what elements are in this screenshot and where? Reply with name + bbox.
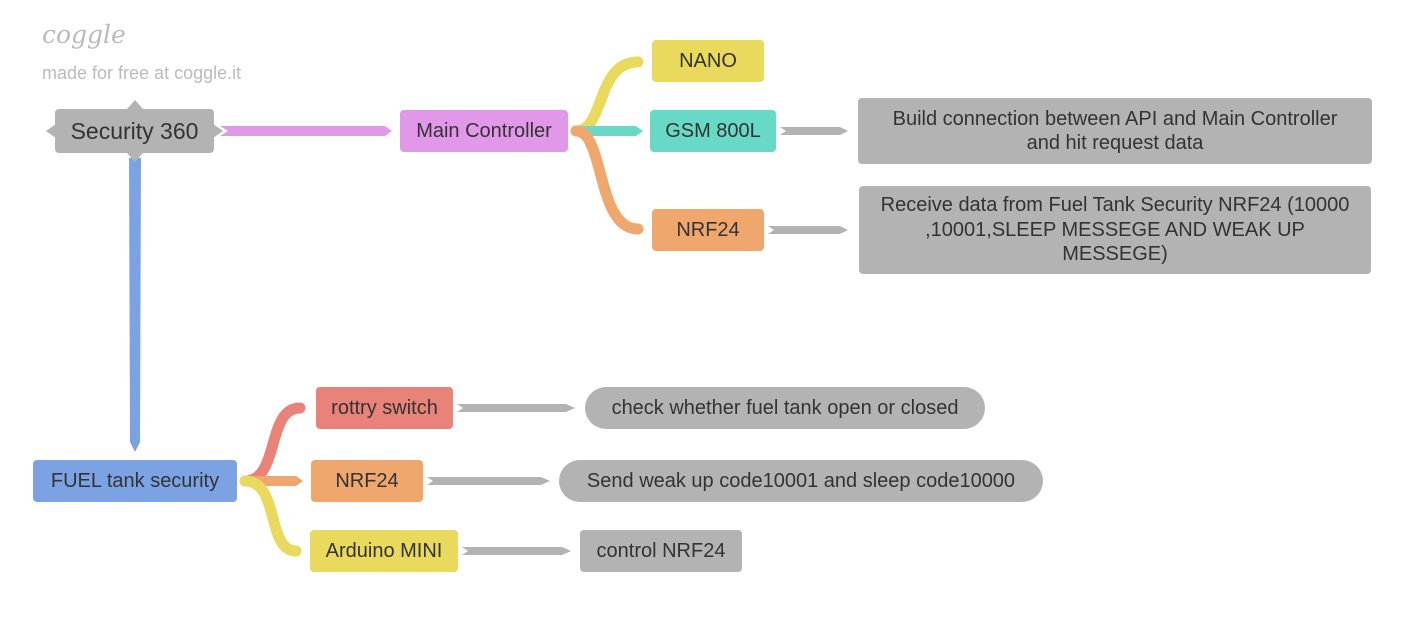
connector-gsm-note	[780, 127, 848, 135]
connector-nrf-note	[768, 226, 848, 234]
node-main-controller[interactable]: Main Controller	[400, 110, 568, 152]
root-notch-left	[46, 124, 56, 138]
connector-main-gsm	[575, 126, 643, 136]
node-fuel-tank-security[interactable]: FUEL tank security	[33, 460, 237, 502]
node-nrf24-main[interactable]: NRF24	[652, 209, 764, 251]
node-nrf24-fuel[interactable]: NRF24	[311, 460, 423, 502]
connector-fuel-nrf-note	[427, 477, 550, 485]
node-nrf24-main-note[interactable]: Receive data from Fuel Tank Security NRF…	[859, 186, 1371, 274]
connector-root-fuel	[129, 158, 141, 452]
connector-fuel-arduino	[239, 475, 302, 557]
node-nano[interactable]: NANO	[652, 40, 764, 82]
coggle-tagline: made for free at coggle.it	[42, 63, 242, 83]
node-arduino-mini[interactable]: Arduino MINI	[310, 530, 458, 572]
root-notch-top	[127, 100, 143, 109]
node-gsm-note[interactable]: Build connection between API and Main Co…	[858, 98, 1372, 164]
node-rottry-switch[interactable]: rottry switch	[316, 387, 453, 429]
root-notch-bottom	[127, 153, 143, 162]
node-security-360[interactable]: Security 360	[55, 109, 214, 153]
connector-arduino-note	[462, 547, 571, 555]
root-notch-right	[213, 124, 223, 138]
connector-fuel-rotary	[239, 402, 306, 487]
coggle-logo: coggle	[42, 20, 126, 49]
node-gsm-800l[interactable]: GSM 800L	[650, 110, 776, 152]
node-rottry-switch-note[interactable]: check whether fuel tank open or closed	[585, 387, 985, 429]
connector-main-nano	[570, 56, 644, 137]
node-arduino-mini-note[interactable]: control NRF24	[580, 530, 742, 572]
connector-root-main	[220, 126, 392, 136]
connector-rotary-note	[457, 404, 575, 412]
connector-main-nrf	[570, 125, 644, 235]
node-nrf24-fuel-note[interactable]: Send weak up code10001 and sleep code100…	[559, 460, 1043, 502]
